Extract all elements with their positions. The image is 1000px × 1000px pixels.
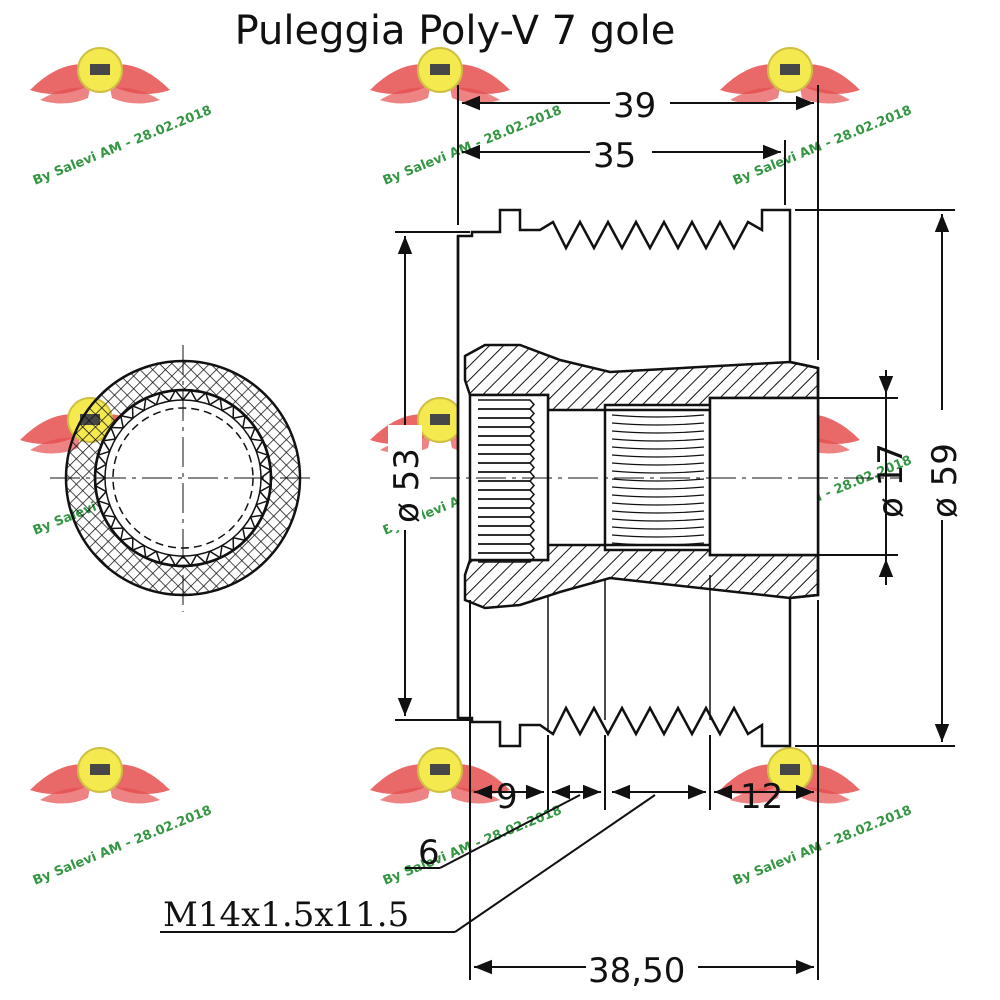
spline-tooth (209, 397, 223, 411)
thread-line (611, 422, 705, 426)
watermark-text: By Salevi AM - 28.02.2018 (31, 803, 214, 889)
thread-line (611, 430, 705, 434)
dimension-labels: 39 35 ø 53 ø 59 ø 17 9 6 12 M14x1.5x11.5… (163, 84, 965, 991)
spline-tooth (143, 545, 157, 559)
spline-tooth (109, 516, 124, 530)
thread-line (611, 438, 705, 442)
spline-tooth (209, 545, 223, 559)
dim-step-length: 6 (418, 833, 440, 873)
spline-tooth (168, 388, 184, 402)
spline-tooth (232, 414, 247, 429)
thread-line (611, 510, 705, 514)
thread-line (611, 478, 705, 482)
winged-emblem-icon (369, 747, 511, 805)
spline-tooth (259, 477, 273, 493)
dim-outer-diameter: ø 59 (925, 443, 965, 518)
thread-line (611, 526, 705, 530)
spline-tooth (155, 391, 170, 405)
watermark-text: By Salevi AM - 28.02.2018 (381, 103, 564, 189)
section-view (430, 208, 900, 748)
spline-tooth (119, 527, 134, 542)
spline-tooth (221, 404, 235, 419)
thread-line (611, 534, 705, 538)
spline-tooth (93, 477, 107, 493)
drawing-title: Puleggia Poly-V 7 gole (234, 8, 676, 54)
dim-total-length: 38,50 (588, 951, 685, 991)
spline-tooth (109, 426, 124, 440)
thread-line (611, 446, 705, 450)
spline-tooth (250, 438, 264, 452)
thread-line (611, 470, 705, 474)
spline-tooth (232, 527, 247, 542)
spline-tooth (221, 537, 235, 552)
spline-tooth (242, 516, 257, 530)
winged-emblem-icon (369, 47, 511, 105)
dim-spline-length: 9 (496, 777, 518, 817)
thread-line (611, 542, 705, 546)
spline-tooth (93, 463, 107, 479)
dim-groove-length: 35 (593, 136, 636, 176)
spline-tooth (96, 450, 110, 465)
dim-thread-length: 12 (740, 777, 783, 817)
thread-spec: M14x1.5x11.5 (163, 895, 409, 935)
winged-emblem-icon (719, 47, 861, 105)
spline-tooth (242, 426, 257, 440)
winged-emblem-icon (29, 747, 171, 805)
thread-line (611, 454, 705, 458)
spline-tooth (102, 438, 116, 452)
thread-line (611, 486, 705, 490)
thread-line (611, 518, 705, 522)
spline-tooth (168, 554, 184, 568)
dim-inner-diameter: ø 53 (387, 448, 427, 523)
spline-tooth (196, 551, 211, 565)
spline-tooth (131, 537, 145, 552)
spline-tooth (256, 491, 270, 506)
spline-tooth (259, 463, 273, 479)
spline-tooth (155, 551, 170, 565)
spline-tooth (196, 391, 211, 405)
thread-line (611, 494, 705, 498)
spline-tooth (131, 404, 145, 419)
spline-tooth (102, 504, 116, 518)
thread-line (611, 414, 705, 418)
spline-tooth (143, 397, 157, 411)
dim-bore-diameter: ø 17 (871, 443, 911, 518)
spline-tooth (96, 491, 110, 506)
spline-tooth (182, 554, 198, 568)
spline-tooth (119, 414, 134, 429)
thread-line (611, 502, 705, 506)
spline-tooth (250, 504, 264, 518)
spline-tooth (182, 388, 198, 402)
end-view (50, 345, 316, 612)
spline-profile (478, 552, 536, 563)
winged-emblem-icon (29, 47, 171, 105)
dim-overall-length: 39 (613, 86, 656, 126)
watermark-text: By Salevi AM - 28.02.2018 (31, 103, 214, 189)
watermark-text: By Salevi AM - 28.02.2018 (731, 103, 914, 189)
thread-line (611, 462, 705, 466)
spline-tooth (256, 450, 270, 465)
